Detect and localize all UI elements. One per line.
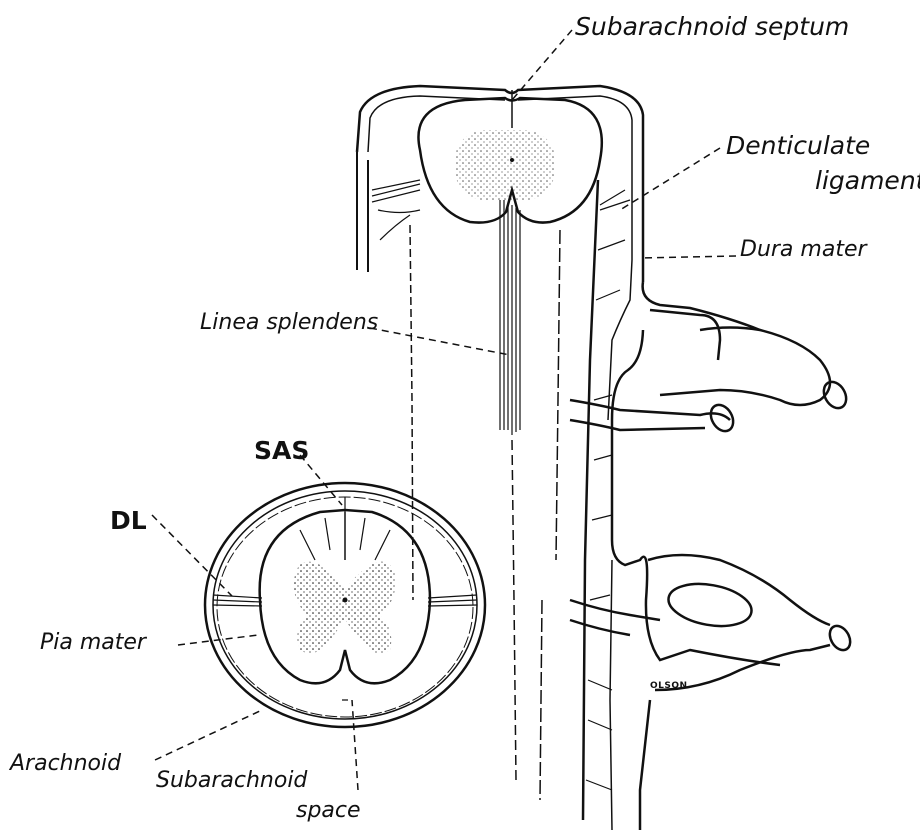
- dura-left-wall: [357, 152, 368, 272]
- label-arachnoid: Arachnoid: [10, 753, 121, 775]
- upper-nerve-cut-end: [819, 378, 850, 412]
- label-sas: SAS: [254, 438, 309, 463]
- label-denticulate-ligament-line1: Denticulate: [726, 133, 870, 158]
- central-canal-top: [510, 158, 514, 162]
- leader-dura-mater: [640, 256, 736, 258]
- leader-subarachnoid-space: [352, 700, 358, 790]
- upper-nerve-sleeve: [650, 310, 830, 405]
- arachnoid-right-line: [540, 230, 560, 800]
- upper-nerve-root: [570, 400, 730, 430]
- cross-denticulate-right: [428, 595, 477, 606]
- label-denticulate-ligament-line2: ligament: [815, 168, 920, 193]
- leader-denticulate-ligament: [620, 148, 720, 210]
- cord-top-grey-matter: [455, 130, 555, 200]
- midline-dashed: [512, 440, 516, 780]
- central-canal: [343, 598, 348, 603]
- linea-splendens-band: [500, 200, 520, 435]
- cord-left-margin: [410, 225, 413, 600]
- label-linea-splendens: Linea splendens: [200, 312, 378, 334]
- label-subarachnoid-septum: Subarachnoid septum: [575, 14, 849, 39]
- grey-matter-butterfly: [294, 562, 396, 654]
- label-subarachnoid-space-line1: Subarachnoid: [156, 770, 307, 792]
- left-denticulate-fibers: [372, 180, 420, 240]
- lower-nerve-cut-end: [826, 622, 855, 654]
- cross-denticulate-left: [213, 595, 262, 606]
- label-subarachnoid-space-line2: space: [296, 800, 361, 822]
- lower-nerve-opening: [665, 578, 755, 632]
- label-dl: DL: [110, 508, 147, 533]
- upper-root-cut-end: [706, 401, 737, 435]
- cord-right-margin: [583, 180, 598, 820]
- label-dura-mater: Dura mater: [740, 239, 867, 261]
- artist-signature: OLSON: [650, 682, 688, 691]
- leader-linea-splendens: [370, 328, 510, 355]
- cross-section-view: [152, 455, 485, 790]
- leader-arachnoid: [155, 710, 262, 760]
- label-pia-mater: Pia mater: [40, 632, 146, 654]
- leader-dl: [152, 515, 232, 596]
